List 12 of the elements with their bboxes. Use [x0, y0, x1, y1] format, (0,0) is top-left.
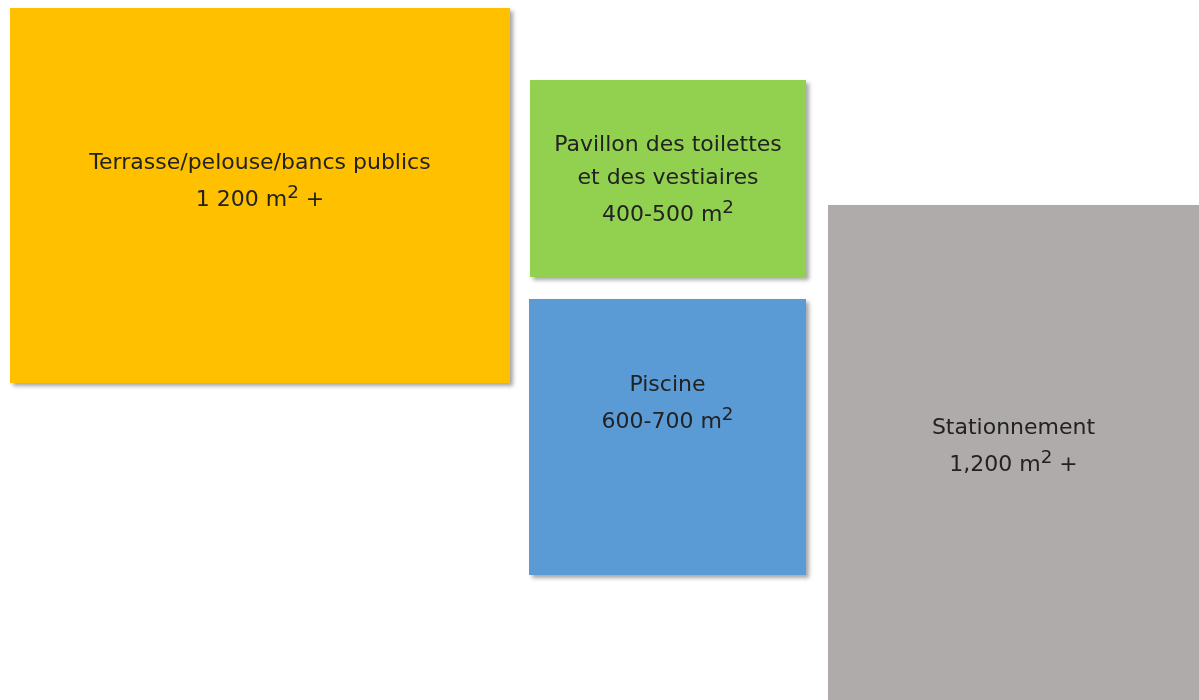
terrace-area-block	[10, 8, 510, 383]
pavilion-area-block	[530, 80, 806, 277]
area-name: Piscine	[628, 369, 707, 398]
area-name: Terrasse/pelouse/bancs publics	[89, 148, 431, 177]
area-name: Stationnement	[931, 412, 1096, 441]
pool-area-block	[529, 299, 806, 575]
parking-area-block	[828, 205, 1199, 700]
area-size: 600-700 m$^{2}$	[601, 401, 734, 436]
area-size: 1 200 m$^{2}$ +	[194, 180, 326, 214]
area-size: 1,200 m$^{2}$ +	[948, 444, 1079, 479]
area-size: 400-500 m$^{2}$	[601, 194, 735, 229]
area-name: Pavillon des toilettes et des vestiaires	[553, 129, 783, 191]
